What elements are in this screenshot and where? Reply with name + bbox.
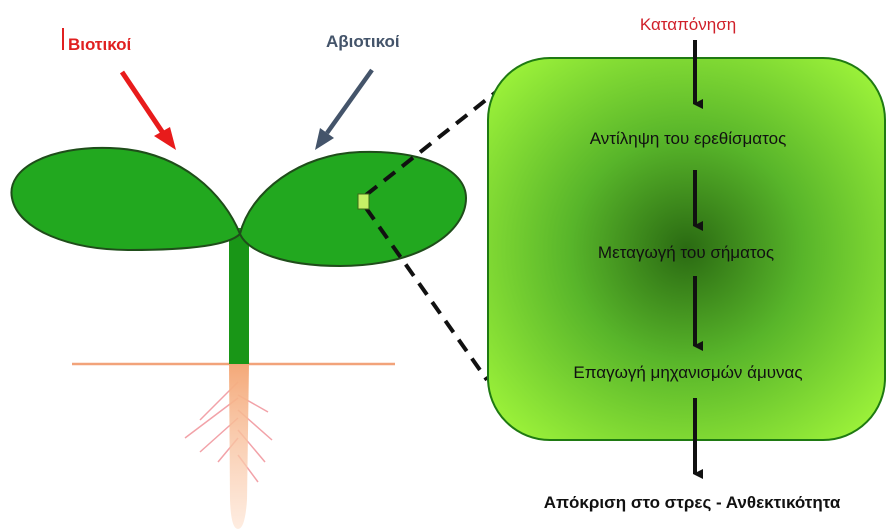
cell-marker [358,194,369,209]
stem [229,228,249,364]
red-accent-bar [62,28,64,50]
stress-label: Καταπόνηση [640,15,736,34]
step-perception: Αντίληψη του ερεθίσματος [590,129,787,148]
left-leaf [11,148,240,250]
step-induction: Επαγωγή μηχανισμών άμυνας [573,363,802,382]
root-hairs [185,382,272,482]
abiotic-arrow [315,70,372,150]
step-transduction: Μεταγωγή του σήματος [598,243,774,262]
response-label: Απόκριση στο στρες - Ανθεκτικότητα [544,493,841,512]
right-leaf [240,152,466,266]
main-root [229,364,249,529]
abiotic-label: Αβιοτικοί [326,32,400,51]
biotic-arrow [122,72,176,150]
biotic-label: Βιοτικοί [68,35,132,54]
